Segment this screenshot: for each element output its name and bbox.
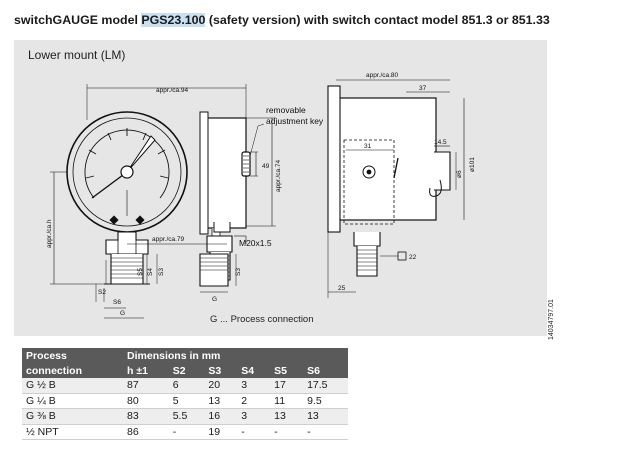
title-model-highlight: PGS23.100 bbox=[141, 13, 206, 27]
header-connection: connection bbox=[22, 363, 124, 378]
cell-s3: 19 bbox=[204, 424, 238, 440]
label-dim25: 25 bbox=[338, 285, 346, 292]
cell-s5: - bbox=[270, 424, 304, 440]
cell-h: 87 bbox=[123, 378, 169, 394]
table-row: G ⅜ B 83 5.5 16 3 13 13 bbox=[22, 408, 348, 425]
side-view-thread bbox=[356, 246, 378, 277]
header-s6: S6 bbox=[303, 363, 348, 378]
dimensions-table: Process Dimensions in mm connection h ±1… bbox=[22, 348, 348, 440]
label-s6: S6 bbox=[113, 299, 121, 306]
drawing-panel: Lower mount (LM) bbox=[14, 40, 555, 340]
cell-s4: 2 bbox=[237, 393, 271, 409]
cell-s2: 6 bbox=[168, 378, 205, 394]
label-dim31: 31 bbox=[364, 143, 372, 150]
cell-connection: G ¼ B bbox=[22, 393, 124, 409]
cell-s3: 20 bbox=[204, 378, 238, 394]
label-appr-ca94: appr./ca.94 bbox=[156, 87, 189, 94]
technical-drawing: appr./ca.94 removable adjustment key 49 … bbox=[46, 72, 476, 319]
process-connection-caption: G ... Process connection bbox=[210, 314, 314, 325]
title-prefix: switchGAUGE model bbox=[14, 13, 142, 27]
table-header-row-2: connection h ±1 S2 S3 S4 S5 S6 bbox=[22, 363, 348, 378]
header-dimensions: Dimensions in mm bbox=[123, 348, 348, 363]
cell-s5: 17 bbox=[270, 378, 304, 394]
gauge-case-side bbox=[203, 117, 247, 229]
cell-h: 83 bbox=[123, 408, 169, 425]
cell-connection: ½ NPT bbox=[22, 424, 124, 440]
cell-s4: 3 bbox=[237, 408, 271, 425]
cell-connection: G ⅜ B bbox=[22, 408, 124, 425]
label-dim49: 49 bbox=[262, 163, 270, 170]
thread-lines bbox=[111, 257, 143, 279]
page-title: switchGAUGE model PGS23.100 (safety vers… bbox=[14, 13, 550, 27]
header-process: Process bbox=[22, 348, 124, 363]
document-number: 14034797.01 bbox=[548, 299, 555, 340]
label-appr-cah: appr./ca.h bbox=[46, 219, 53, 248]
header-h: h ±1 bbox=[123, 363, 169, 378]
set-pointer bbox=[126, 135, 156, 173]
cell-s6: 13 bbox=[303, 408, 348, 425]
label-dim6: ø6 bbox=[456, 170, 463, 178]
header-s5: S5 bbox=[270, 363, 304, 378]
gauge-pointer bbox=[91, 171, 128, 199]
pointer-hub bbox=[120, 165, 134, 179]
cell-s5: 11 bbox=[270, 393, 304, 409]
gauge-dial bbox=[72, 117, 182, 227]
contact-mark-right bbox=[135, 215, 145, 225]
table-row: G ¼ B 80 5 13 2 11 9.5 bbox=[22, 393, 348, 409]
label-s2: S2 bbox=[98, 289, 106, 296]
cell-connection: G ½ B bbox=[22, 378, 124, 394]
label-dim14-5: 14.5 bbox=[434, 139, 447, 146]
header-s4: S4 bbox=[237, 363, 271, 378]
cell-s6: 9.5 bbox=[303, 393, 348, 409]
label-removable: removable bbox=[266, 105, 306, 115]
label-dim101: ø101 bbox=[469, 157, 476, 172]
cell-s2: - bbox=[168, 424, 205, 440]
table-row: G ½ B 87 6 20 3 17 17.5 bbox=[22, 378, 348, 394]
cell-h: 86 bbox=[123, 424, 169, 440]
label-appr-ca80: appr./ca.80 bbox=[366, 72, 399, 79]
cell-s3: 13 bbox=[204, 393, 238, 409]
cell-s4: 3 bbox=[237, 378, 271, 394]
label-appr-ca79: appr./ca.79 bbox=[152, 236, 185, 243]
cell-s3: 16 bbox=[204, 408, 238, 425]
label-dim37: 37 bbox=[419, 85, 427, 92]
cell-s2: 5.5 bbox=[168, 408, 205, 425]
hex-nut bbox=[105, 231, 149, 255]
header-s3: S3 bbox=[204, 363, 238, 378]
cell-s4: - bbox=[237, 424, 271, 440]
contact-mark-left bbox=[109, 215, 119, 225]
panel-label: Lower mount (LM) bbox=[28, 48, 126, 62]
cell-s6: 17.5 bbox=[303, 378, 348, 394]
dial-scale bbox=[84, 128, 170, 199]
cell-s6: - bbox=[303, 424, 348, 440]
label-appr-ca74: appr./ca.74 bbox=[275, 159, 282, 192]
label-s3b: S3 bbox=[235, 268, 242, 276]
label-g1: G bbox=[120, 310, 125, 317]
header-s2: S2 bbox=[168, 363, 205, 378]
title-suffix: (safety version) with switch contact mod… bbox=[205, 13, 550, 27]
label-g2: G bbox=[212, 296, 217, 303]
label-m20: M20x1.5 bbox=[239, 238, 272, 248]
table-row: ½ NPT 86 - 19 - - - bbox=[22, 424, 348, 440]
switch-contact-outline bbox=[343, 139, 395, 225]
cell-s2: 5 bbox=[168, 393, 205, 409]
cell-s5: 13 bbox=[270, 408, 304, 425]
side-view-case bbox=[335, 97, 437, 221]
label-adjustment-key: adjustment key bbox=[266, 116, 324, 126]
label-s4: S4 bbox=[147, 268, 154, 276]
table-header-row-1: Process Dimensions in mm bbox=[22, 348, 348, 363]
label-s3: S3 bbox=[158, 268, 165, 276]
label-s5: S5 bbox=[137, 268, 144, 276]
back-lug bbox=[434, 151, 451, 191]
label-dim22: 22 bbox=[409, 254, 417, 261]
cell-h: 80 bbox=[123, 393, 169, 409]
